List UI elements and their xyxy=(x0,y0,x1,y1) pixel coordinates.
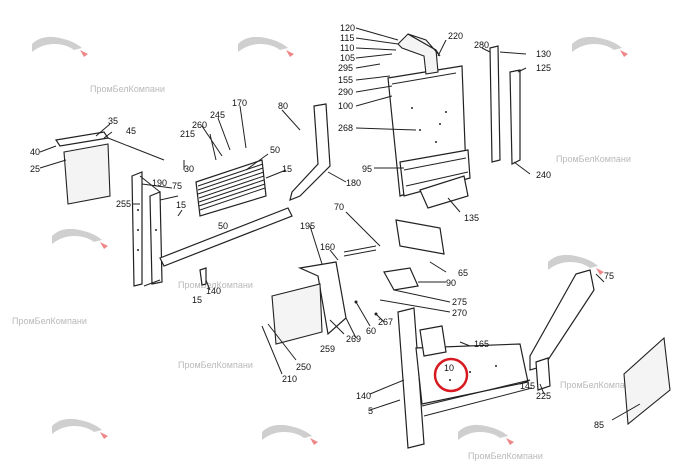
mounting-plate xyxy=(395,219,445,255)
callout-220: 220 xyxy=(448,31,463,41)
side-shield xyxy=(271,283,323,345)
callout-120: 120 xyxy=(340,23,355,33)
watermark-logo-icon xyxy=(238,36,294,57)
callout-225: 225 xyxy=(536,391,551,401)
callout-90: 65 xyxy=(458,268,468,278)
watermark-logo-icon xyxy=(52,228,108,249)
callout-140: 140 xyxy=(356,391,371,401)
callout-labels: 120 115 110 105 295 155 290 100 220 280 … xyxy=(30,23,614,430)
watermark-logo-icon xyxy=(548,254,604,275)
callout-280: 280 xyxy=(474,40,489,50)
radiator-core xyxy=(195,159,267,217)
callout-50: 50 xyxy=(218,221,228,231)
callout-15: 15 xyxy=(176,200,186,210)
callout-135: 135 xyxy=(464,213,479,223)
callout-260: 260 xyxy=(192,120,207,130)
bolt-left xyxy=(199,267,207,286)
bracket-65 xyxy=(383,267,419,291)
side-strip-130 xyxy=(489,45,501,163)
callout-267: 267 xyxy=(378,317,393,327)
watermark-logo-icon xyxy=(458,424,514,445)
callout-155: 155 xyxy=(338,75,353,85)
watermark-text: ПромБелКомпани xyxy=(560,380,635,390)
callout-95: 95 xyxy=(362,164,372,174)
callout-105: 105 xyxy=(340,53,355,63)
watermark-text: ПромБелКомпани xyxy=(90,84,165,94)
callout-15: 15 xyxy=(192,295,202,305)
flap-rod xyxy=(107,137,165,161)
callout-25: 25 xyxy=(30,164,40,174)
watermark-text: ПромБелКомпани xyxy=(178,360,253,370)
post-225 xyxy=(535,357,551,391)
upright-post xyxy=(289,103,331,201)
left-frame xyxy=(131,171,293,287)
side-strip-125 xyxy=(509,69,521,165)
leader-lines xyxy=(39,27,641,421)
callout-5: 5 xyxy=(368,406,373,416)
callout-70: 70 xyxy=(334,202,344,212)
rear-flap xyxy=(623,336,671,426)
callout-125: 125 xyxy=(536,63,551,73)
callout-110: 110 xyxy=(340,43,354,53)
callout-75: 75 xyxy=(172,181,182,191)
callout-50: 50 xyxy=(270,145,280,155)
hose-bracket xyxy=(297,261,347,336)
callout-40: 40 xyxy=(30,147,40,157)
callout-250: 250 xyxy=(296,362,311,372)
callout-240: 240 xyxy=(536,170,551,180)
watermark-logo-icon xyxy=(32,36,88,57)
callout-270: 270 xyxy=(452,308,467,318)
callout-60: 60 xyxy=(366,326,376,336)
callout-245: 245 xyxy=(210,110,225,120)
callout-210: 210 xyxy=(282,374,297,384)
watermark-logo-icon xyxy=(52,418,108,439)
callout-165: 165 xyxy=(474,339,489,349)
watermark-text: ПромБелКомпани xyxy=(12,316,87,326)
callout-275: 275 xyxy=(452,297,467,307)
callout-140: 140 xyxy=(206,286,221,296)
callout-269: 269 xyxy=(346,334,361,344)
callout-30: 30 xyxy=(184,164,194,174)
callout-190: 190 xyxy=(152,178,167,188)
callout-180: 180 xyxy=(346,178,361,188)
callout-145: 145 xyxy=(520,381,535,391)
callout-45: 45 xyxy=(126,126,136,136)
flap-bar xyxy=(54,131,110,147)
highlight-circle xyxy=(433,357,469,393)
right-stay xyxy=(529,269,595,371)
watermark-logo-icon xyxy=(262,424,318,445)
callout-100: 100 xyxy=(338,101,353,111)
callout-10: 10 xyxy=(444,363,454,373)
callout-170: 170 xyxy=(232,98,247,108)
callout-35: 35 xyxy=(108,116,118,126)
mud-flap xyxy=(63,143,111,205)
callout-15: 15 xyxy=(282,164,292,174)
callout-130: 130 xyxy=(536,49,551,59)
callout-259: 259 xyxy=(320,344,335,354)
callout-85: 85 xyxy=(594,420,604,430)
callout-255: 255 xyxy=(116,199,131,209)
rod-160 xyxy=(343,245,377,257)
upper-radiator-panel xyxy=(387,33,471,209)
callout-80: 80 xyxy=(278,101,288,111)
callout-65: 90 xyxy=(446,278,456,288)
callout-295: 295 xyxy=(338,63,353,73)
watermark-text: ПромБелКомпани xyxy=(178,280,253,290)
callout-75: 75 xyxy=(604,271,614,281)
watermark-text: ПромБелКомпани xyxy=(556,154,631,164)
callout-215: 215 xyxy=(180,129,195,139)
callout-195: 195 xyxy=(300,221,315,231)
lower-frame xyxy=(397,307,533,449)
callout-290: 290 xyxy=(338,87,353,97)
watermark-logo-icon xyxy=(572,36,628,57)
callout-160: 160 xyxy=(320,242,335,252)
watermark-text: ПромБелКомпани xyxy=(468,451,543,461)
callout-115: 115 xyxy=(340,33,354,43)
callout-268: 268 xyxy=(338,123,353,133)
